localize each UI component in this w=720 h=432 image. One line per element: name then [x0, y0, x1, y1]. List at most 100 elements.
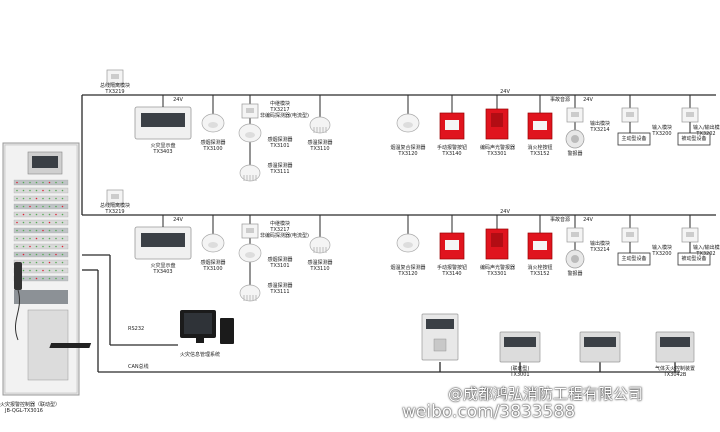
strobe-power: 24V	[500, 209, 510, 215]
cabinet-led	[22, 229, 25, 232]
device-label: 非编码探测器(电流型)	[260, 113, 309, 119]
cabinet-led	[16, 213, 18, 216]
module-face	[686, 232, 694, 237]
rs232-text: RS232	[128, 326, 145, 332]
hydrant-window	[533, 241, 547, 250]
can-device-screen	[660, 337, 690, 347]
module-face	[111, 194, 119, 199]
cabinet-panel-row	[13, 227, 69, 234]
device-label: 警报器	[567, 151, 583, 157]
device-label: 被动型设备	[681, 136, 707, 142]
audio-power: 24V	[583, 217, 593, 223]
cabinet-led	[22, 221, 25, 224]
cabinet-led	[48, 229, 51, 232]
cabinet-led	[35, 181, 38, 184]
can-device-screen	[504, 337, 536, 347]
cabinet-led	[55, 221, 57, 224]
bus-wiring	[81, 94, 716, 373]
telephone-cord	[14, 289, 20, 341]
cabinet-led	[22, 237, 25, 240]
module-face	[111, 74, 119, 79]
cabinet-led	[29, 205, 31, 208]
cabinet-led	[61, 181, 64, 184]
cabinet-led	[61, 261, 64, 264]
cabinet-led	[48, 245, 51, 248]
cabinet-led	[29, 261, 31, 264]
cabinet-led	[35, 229, 38, 232]
cabinet-led	[22, 181, 25, 184]
cabinet-led	[48, 197, 51, 200]
call-point-window	[445, 120, 459, 130]
cabinet-panel-row	[13, 203, 69, 210]
cabinet-led	[55, 277, 57, 280]
cabinet-led	[35, 277, 38, 280]
detector-vent	[403, 122, 413, 128]
cabinet-panel-row	[13, 219, 69, 226]
controlled-equipment-box	[677, 132, 711, 146]
cabinet-led	[35, 237, 38, 240]
can-device-screen	[426, 319, 454, 329]
cabinet-led	[22, 253, 25, 256]
module-face	[571, 232, 579, 237]
detector-vent	[245, 132, 255, 138]
cabinet-led	[35, 213, 38, 216]
audio-power: 24V	[583, 97, 593, 103]
cabinet-led	[16, 189, 18, 192]
controlled-equipment-box	[677, 252, 711, 266]
cabinet-led	[29, 277, 31, 280]
device-label: 事故音源	[549, 217, 570, 223]
cabinet-led	[48, 253, 51, 256]
cabinet-led	[42, 237, 44, 240]
cabinet-led	[61, 253, 64, 256]
cabinet-led	[16, 197, 18, 200]
manual-call-point-icon	[439, 112, 465, 140]
cabinet-led	[42, 277, 44, 280]
device-label: 主动型设备	[621, 256, 647, 262]
cabinet-led	[48, 181, 51, 184]
controlled-equipment-box	[617, 252, 651, 266]
cabinet-led	[61, 229, 64, 232]
device-label: 事故音源	[549, 97, 570, 103]
cabinet-led	[48, 221, 51, 224]
strobe-power: 24V	[500, 89, 510, 95]
cabinet-lcd	[32, 156, 58, 168]
can-text: CAN总线	[128, 364, 149, 370]
cabinet-led	[48, 189, 51, 192]
hydrant-button-icon	[527, 232, 553, 260]
cabinet-led	[55, 261, 57, 264]
device-label: 主动型设备	[621, 136, 647, 142]
cabinet-panel-row	[13, 235, 69, 242]
module-face	[626, 232, 634, 237]
cabinet-led	[55, 253, 57, 256]
cabinet-led	[42, 189, 44, 192]
cabinet-led	[35, 189, 38, 192]
cabinet-led	[35, 261, 38, 264]
speaker-cone	[571, 135, 579, 143]
detector-vent	[208, 242, 218, 248]
watermark-line1: @成都鸿弘消防工程有限公司	[448, 385, 644, 403]
call-point-window	[445, 240, 459, 250]
cabinet-led	[22, 197, 25, 200]
device-label: 输入/输出模块TX3202	[693, 125, 720, 137]
cabinet-led	[42, 181, 44, 184]
cabinet-led	[29, 213, 31, 216]
cabinet-led	[22, 261, 25, 264]
cabinet-led	[42, 269, 44, 272]
controlled-equipment-box	[617, 132, 651, 146]
cabinet-led	[48, 205, 51, 208]
cabinet-led	[61, 221, 64, 224]
cabinet-led	[16, 245, 18, 248]
